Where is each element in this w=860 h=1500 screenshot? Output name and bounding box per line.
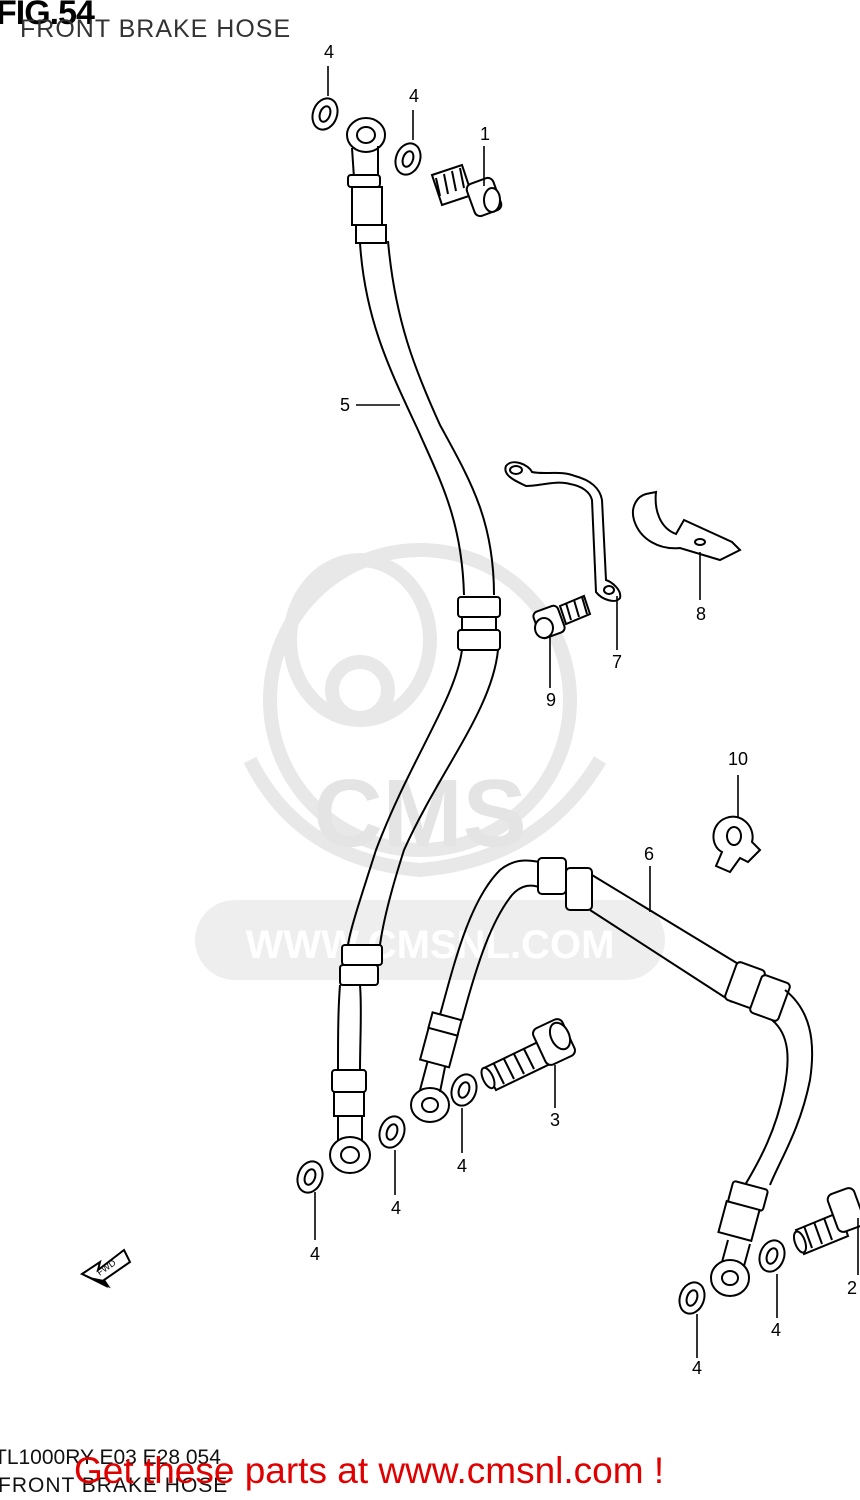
callout-4: 4: [324, 42, 334, 62]
callout-4: 4: [391, 1198, 401, 1218]
hose-guide-7: [504, 461, 622, 602]
figure-number: FIG.54: [0, 0, 95, 32]
callout-4: 4: [409, 86, 419, 106]
callout-4: 4: [771, 1320, 781, 1340]
brake-hose-5: [329, 117, 501, 1174]
bolt-9: [532, 594, 592, 640]
banjo-bolt-3: [480, 1018, 576, 1092]
banjo-bolt-1: [430, 163, 503, 218]
callout-3: 3: [550, 1110, 560, 1130]
fwd-arrow: FWD: [79, 1248, 132, 1289]
watermark-banner: [195, 900, 665, 980]
washer-4: [296, 97, 786, 1315]
callout-labels: 4 4 1 5 7 8 9 10 6 3 4 4 4 4 4 2: [310, 42, 857, 1378]
diagram-name: FRONT BRAKE HOSE: [0, 1474, 229, 1497]
leader-lines: [314, 66, 859, 1358]
figure-title: FRONT BRAKE HOSE: [20, 15, 292, 43]
callout-4: 4: [310, 1244, 320, 1264]
callout-5: 5: [340, 395, 350, 415]
banjo-bolt-2: [792, 1187, 860, 1256]
watermark-url: WWW.CMSNL.COM: [246, 923, 615, 967]
brake-hose-6: [410, 857, 814, 1297]
callout-10: 10: [728, 749, 748, 769]
callout-4: 4: [692, 1358, 702, 1378]
callout-4: 4: [457, 1156, 467, 1176]
callout-9: 9: [546, 690, 556, 710]
callout-2: 2: [847, 1278, 857, 1298]
hose-clamp-8: [632, 490, 742, 562]
hose-clamp-10: [712, 815, 762, 874]
diagram-code: TL1000RY E03 E28 054: [0, 1446, 221, 1469]
promo-link[interactable]: Get these parts at www.cmsnl.com !: [74, 1450, 665, 1491]
watermark-logo: [243, 543, 607, 878]
callout-7: 7: [612, 652, 622, 672]
callout-1: 1: [480, 124, 490, 144]
callout-6: 6: [644, 844, 654, 864]
watermark-logo-text: CMS: [313, 760, 526, 867]
callout-8: 8: [696, 604, 706, 624]
